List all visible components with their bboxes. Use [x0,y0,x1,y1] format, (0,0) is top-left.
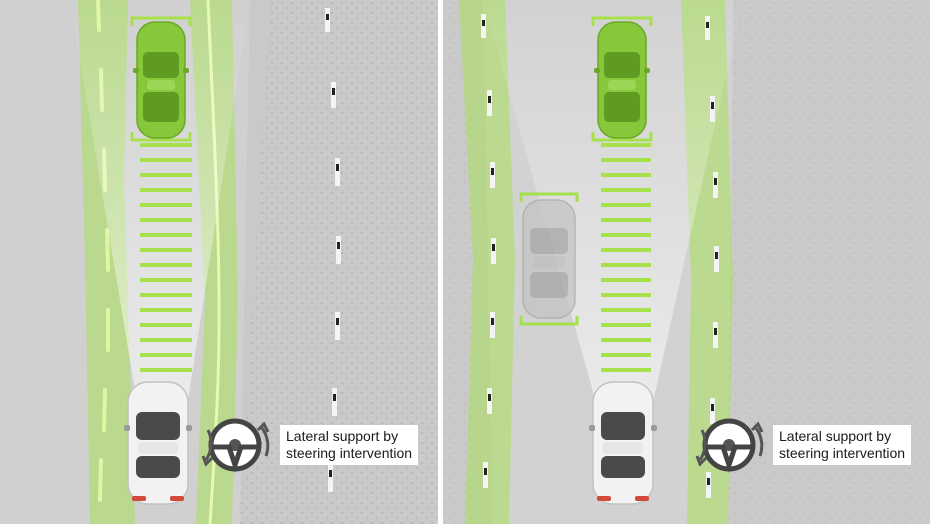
right-panel: Lateral support by steering intervention [443,0,930,524]
lead-car-bracket [130,16,192,142]
right-roadside-posts [705,16,719,498]
caption-line-1: Lateral support by [779,428,892,444]
caption-line-1: Lateral support by [286,428,399,444]
lead-car [133,21,189,139]
steering-wheel-icon [208,418,262,473]
caption-line-2: steering intervention [779,445,906,461]
lead-car-bracket [591,16,653,142]
ghost-car-bracket [519,192,579,326]
caption-box: Lateral support by steering intervention [773,425,912,465]
lead-car [594,21,650,139]
ghost-car [522,199,576,319]
left-panel: Lateral support by steering intervention [0,0,438,524]
caption-line-2: steering intervention [286,445,413,461]
roadside-posts [325,8,341,492]
distance-bars [601,143,651,372]
ego-car [589,381,657,505]
rotation-arrow-icon [201,421,270,467]
left-roadside-posts [481,14,496,488]
left-road-edge-glow [459,0,515,524]
steering-wheel-icon [702,418,756,473]
caption-box: Lateral support by steering intervention [280,425,419,465]
rotation-arrow-icon [695,421,764,467]
left-scene [0,0,438,524]
headlight-beam [483,0,743,420]
panel-divider [438,0,443,524]
distance-bars [140,143,192,372]
headlight-beam [70,0,250,420]
ego-car [124,381,192,505]
